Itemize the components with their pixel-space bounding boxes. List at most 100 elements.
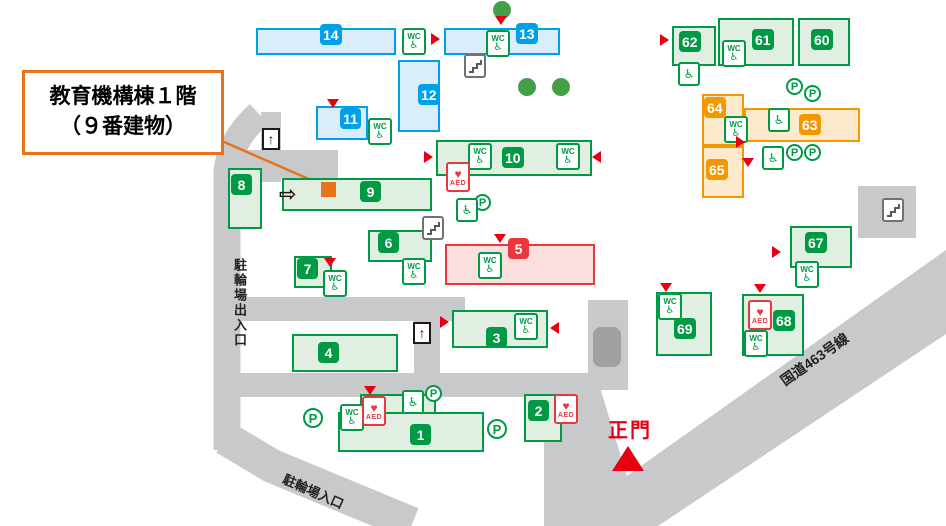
- wc-label: WC: [729, 119, 743, 129]
- heart-icon: ♥: [454, 166, 462, 181]
- entrance-marker: [772, 246, 781, 258]
- callout-line2: （９番建物）: [60, 115, 186, 139]
- aed-icon: ♥AED: [362, 396, 386, 426]
- building-badge-7: 7: [297, 258, 318, 279]
- building-badge-65: 65: [706, 159, 728, 180]
- building-badge-61: 61: [752, 29, 774, 50]
- entrance-marker: [592, 151, 601, 163]
- wc-label: WC: [749, 333, 763, 343]
- wc-icon: WC♿: [368, 118, 392, 145]
- wheelchair-icon: ♿: [731, 127, 741, 139]
- entrance-marker: [660, 34, 669, 46]
- main-gate-marker: [612, 446, 644, 471]
- parking-icon: P: [425, 385, 442, 402]
- wc-label: WC: [345, 407, 359, 417]
- building-badge-67: 67: [805, 232, 827, 253]
- building-badge-1: 1: [410, 424, 431, 445]
- wc-label: WC: [561, 146, 575, 156]
- wheelchair-icon: ♿: [475, 154, 485, 166]
- building-badge-13: 13: [516, 23, 538, 44]
- building-badge-12: 12: [418, 84, 440, 105]
- entrance-marker: [742, 158, 754, 167]
- heart-icon: ♥: [756, 304, 764, 319]
- building-badge-14: 14: [320, 24, 342, 45]
- building-badge-68: 68: [773, 310, 795, 331]
- parking-icon: P: [786, 144, 803, 161]
- wc-label: WC: [727, 43, 741, 53]
- wc-icon: WC♿: [486, 30, 510, 57]
- wheelchair-icon: ♿: [409, 269, 419, 281]
- wc-icon: WC♿: [744, 330, 768, 357]
- main-gate-label: 正門: [608, 420, 652, 442]
- entrance-marker: [431, 33, 440, 45]
- entrance-marker: [660, 283, 672, 292]
- aed-label: AED: [365, 413, 383, 421]
- wc-label: WC: [663, 296, 677, 306]
- wc-icon: WC♿: [323, 270, 347, 297]
- building-badge-10: 10: [502, 147, 524, 168]
- wc-icon: WC♿: [514, 313, 538, 340]
- heart-icon: ♥: [370, 400, 378, 415]
- wc-icon: WC♿: [478, 252, 502, 279]
- parking-icon: P: [786, 78, 803, 95]
- wc-label: WC: [473, 146, 487, 156]
- entrance-marker: [327, 99, 339, 108]
- entrance-marker: [364, 386, 376, 395]
- building-badge-5: 5: [508, 238, 529, 259]
- wc-label: WC: [373, 121, 387, 131]
- stairs-icon: [422, 216, 444, 240]
- wc-icon: WC♿: [402, 28, 426, 55]
- roads: [213, 103, 628, 526]
- wheelchair-icon: ♿: [409, 39, 419, 51]
- wheelchair-icon: ♿: [347, 415, 357, 427]
- building-4: [292, 334, 398, 372]
- up-arrow-sign: ↑: [413, 322, 431, 344]
- entrance-marker: [754, 284, 766, 293]
- wc-icon: WC♿: [402, 258, 426, 285]
- bicycle-exit-label: 駐輪場出入口: [232, 258, 247, 348]
- wc-icon: WC♿: [340, 404, 364, 431]
- aed-icon: ♥AED: [446, 162, 470, 192]
- wc-icon: WC♿: [556, 143, 580, 170]
- building-badge-60: 60: [811, 29, 833, 50]
- building-badge-4: 4: [318, 342, 339, 363]
- wc-label: WC: [491, 33, 505, 43]
- entrance-marker: [424, 151, 433, 163]
- wc-label: WC: [328, 273, 342, 283]
- stairs-icon: [882, 198, 904, 222]
- aed-icon: ♥AED: [748, 300, 772, 330]
- wc-label: WC: [407, 31, 421, 41]
- parking-icon: P: [804, 85, 821, 102]
- wc-label: WC: [519, 316, 533, 326]
- wheelchair-icon: ♿: [802, 272, 812, 284]
- wc-label: WC: [407, 261, 421, 271]
- callout-line1: 教育機構棟１階: [49, 85, 197, 108]
- wheelchair-icon: ♿: [751, 341, 761, 353]
- wheelchair-icon: ♿: [563, 154, 573, 166]
- highlight-square: [321, 182, 336, 197]
- aed-icon: ♥AED: [554, 394, 578, 424]
- entrance-marker: [550, 322, 559, 334]
- parking-icon: P: [303, 408, 323, 428]
- aed-label: AED: [449, 179, 467, 187]
- building-9: [282, 178, 432, 211]
- wheelchair-access-icon: ♿: [402, 390, 424, 414]
- wheelchair-access-icon: ♿: [762, 146, 784, 170]
- stairs-icon: [464, 54, 486, 78]
- wc-icon: WC♿: [658, 293, 682, 320]
- wheelchair-icon: ♿: [330, 281, 340, 293]
- wheelchair-icon: ♿: [485, 263, 495, 275]
- building-badge-11: 11: [340, 108, 361, 129]
- trees: [493, 1, 570, 96]
- wc-icon: WC♿: [722, 40, 746, 67]
- wc-icon: WC♿: [468, 143, 492, 170]
- aed-label: AED: [751, 317, 769, 325]
- building-badge-62: 62: [679, 31, 701, 52]
- entry-white-arrow-icon: ⇨: [279, 183, 297, 206]
- wheelchair-access-icon: ♿: [456, 198, 478, 222]
- wheelchair-icon: ♿: [493, 41, 503, 53]
- building-badge-9: 9: [360, 181, 381, 202]
- wheelchair-icon: ♿: [729, 51, 739, 63]
- entrance-marker: [440, 316, 449, 328]
